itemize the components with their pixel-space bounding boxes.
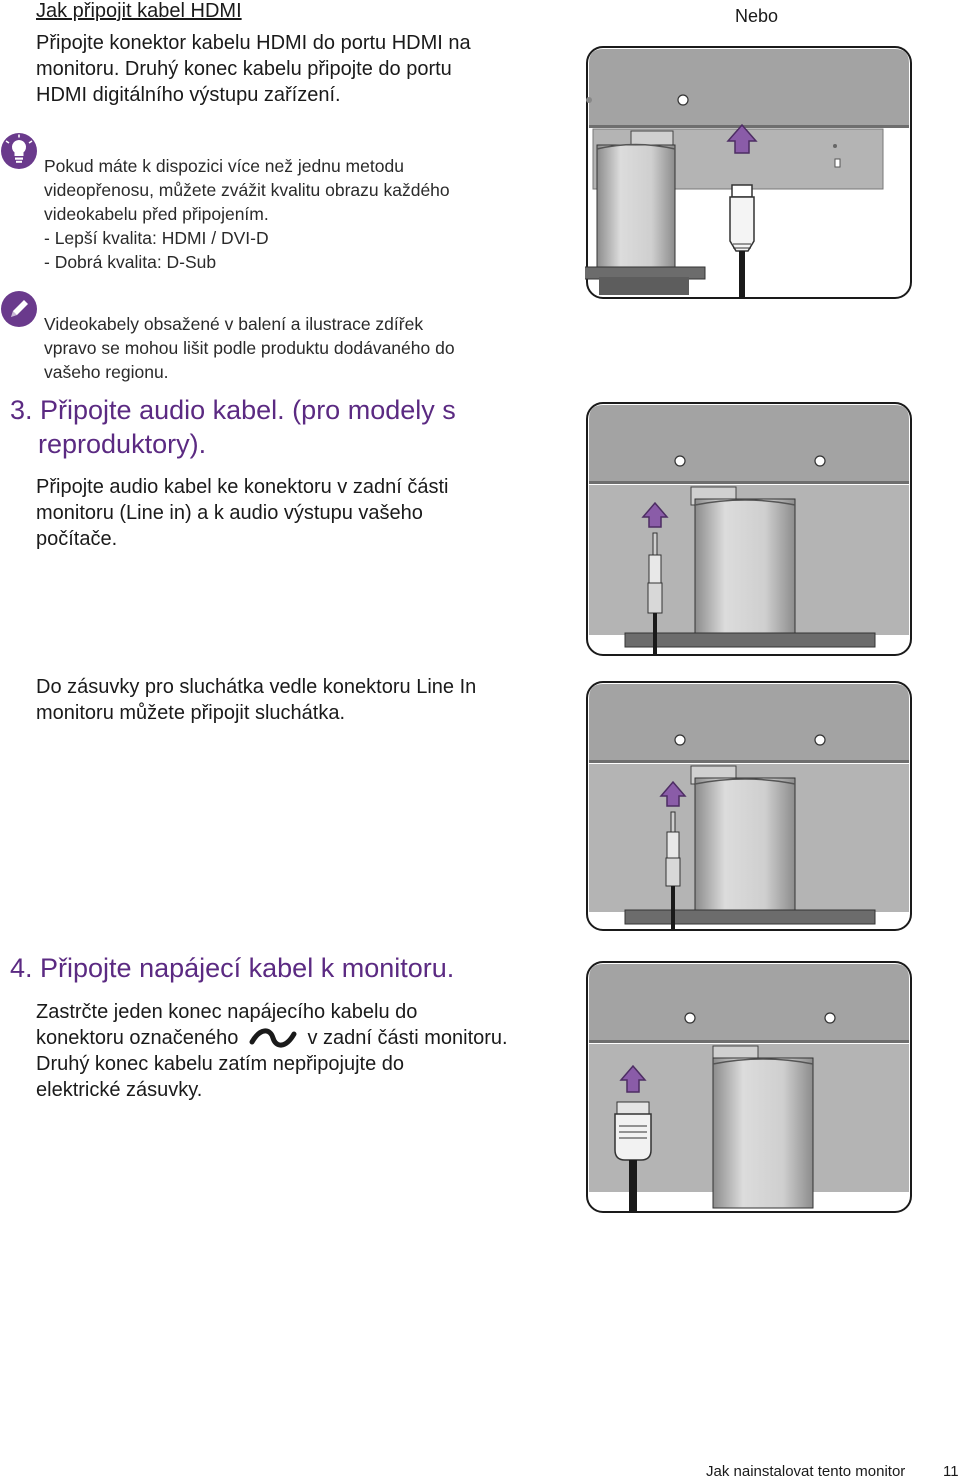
- power-connection-illustration: [585, 960, 913, 1219]
- note-line-2: vpravo se mohou lišit podle produktu dod…: [44, 338, 455, 358]
- audio-connection-illustration: [585, 401, 913, 662]
- step4-line-2-end: v zadní části monitoru.: [307, 1027, 508, 1049]
- tip-text: Pokud máte k dispozici více než jednu me…: [44, 154, 534, 274]
- note-text: Videokabely obsažené v balení a ilustrac…: [44, 312, 534, 384]
- tip-line-5: - Dobrá kvalita: D-Sub: [44, 252, 217, 272]
- step4-line-4: elektrické zásuvky.: [36, 1079, 203, 1101]
- tip-line-4: - Lepší kvalita: HDMI / DVI-D: [44, 228, 269, 248]
- hdmi-connection-illustration: [574, 45, 913, 305]
- note-line-1: Videokabely obsažené v balení a ilustrac…: [44, 314, 424, 334]
- step3-heading: 3. Připojte audio kabel. (pro modely s r…: [10, 393, 456, 461]
- tip-line-1: Pokud máte k dispozici více než jednu me…: [44, 156, 404, 176]
- or-label: Nebo: [735, 6, 779, 26]
- tip-line-3: videokabelu před připojením.: [44, 204, 269, 224]
- hdmi-link[interactable]: Jak připojit kabel HDMI: [36, 0, 242, 22]
- pencil-icon: [0, 290, 38, 328]
- step4-line-2: konektoru označeného v zadní části monit…: [36, 1025, 556, 1051]
- page-number: 11: [943, 1463, 959, 1480]
- headphone-line-2: monitoru můžete připojit sluchátka.: [36, 702, 346, 724]
- step3-heading-line-1: 3. Připojte audio kabel. (pro modely s: [10, 395, 456, 425]
- step3-line-2: monitoru (Line in) a k audio výstupu vaš…: [36, 502, 423, 524]
- step4-heading: 4. Připojte napájecí kabel k monitoru.: [10, 953, 455, 983]
- step3-instructions: Připojte audio kabel ke konektoru v zadn…: [36, 474, 536, 552]
- hdmi-line-1: Připojte konektor kabelu HDMI do portu H…: [36, 32, 471, 54]
- step3-heading-line-2: reproduktory).: [38, 429, 207, 459]
- hdmi-instructions: Připojte konektor kabelu HDMI do portu H…: [36, 30, 536, 108]
- tip-line-2: videopřenosu, můžete zvážit kvalitu obra…: [44, 180, 450, 200]
- headphone-instructions: Do zásuvky pro sluchátka vedle konektoru…: [36, 674, 536, 726]
- step4-instructions: Zastrčte jeden konec napájecího kabelu d…: [36, 999, 556, 1103]
- note-line-3: vašeho regionu.: [44, 362, 169, 382]
- step4-line-3: Druhý konec kabelu zatím nepřipojujte do: [36, 1053, 404, 1075]
- step4-line-2-start: konektoru označeného: [36, 1027, 239, 1049]
- step3-line-1: Připojte audio kabel ke konektoru v zadn…: [36, 476, 449, 498]
- ac-power-icon: [248, 1028, 298, 1050]
- footer-section-title: Jak nainstalovat tento monitor: [706, 1463, 906, 1480]
- headphone-line-1: Do zásuvky pro sluchátka vedle konektoru…: [36, 676, 477, 698]
- headphone-connection-illustration: [585, 680, 913, 937]
- lightbulb-icon: [0, 132, 38, 170]
- step4-line-1: Zastrčte jeden konec napájecího kabelu d…: [36, 1001, 418, 1023]
- hdmi-line-2: monitoru. Druhý konec kabelu připojte do…: [36, 58, 452, 80]
- hdmi-line-3: HDMI digitálního výstupu zařízení.: [36, 84, 341, 106]
- step3-line-3: počítače.: [36, 528, 118, 550]
